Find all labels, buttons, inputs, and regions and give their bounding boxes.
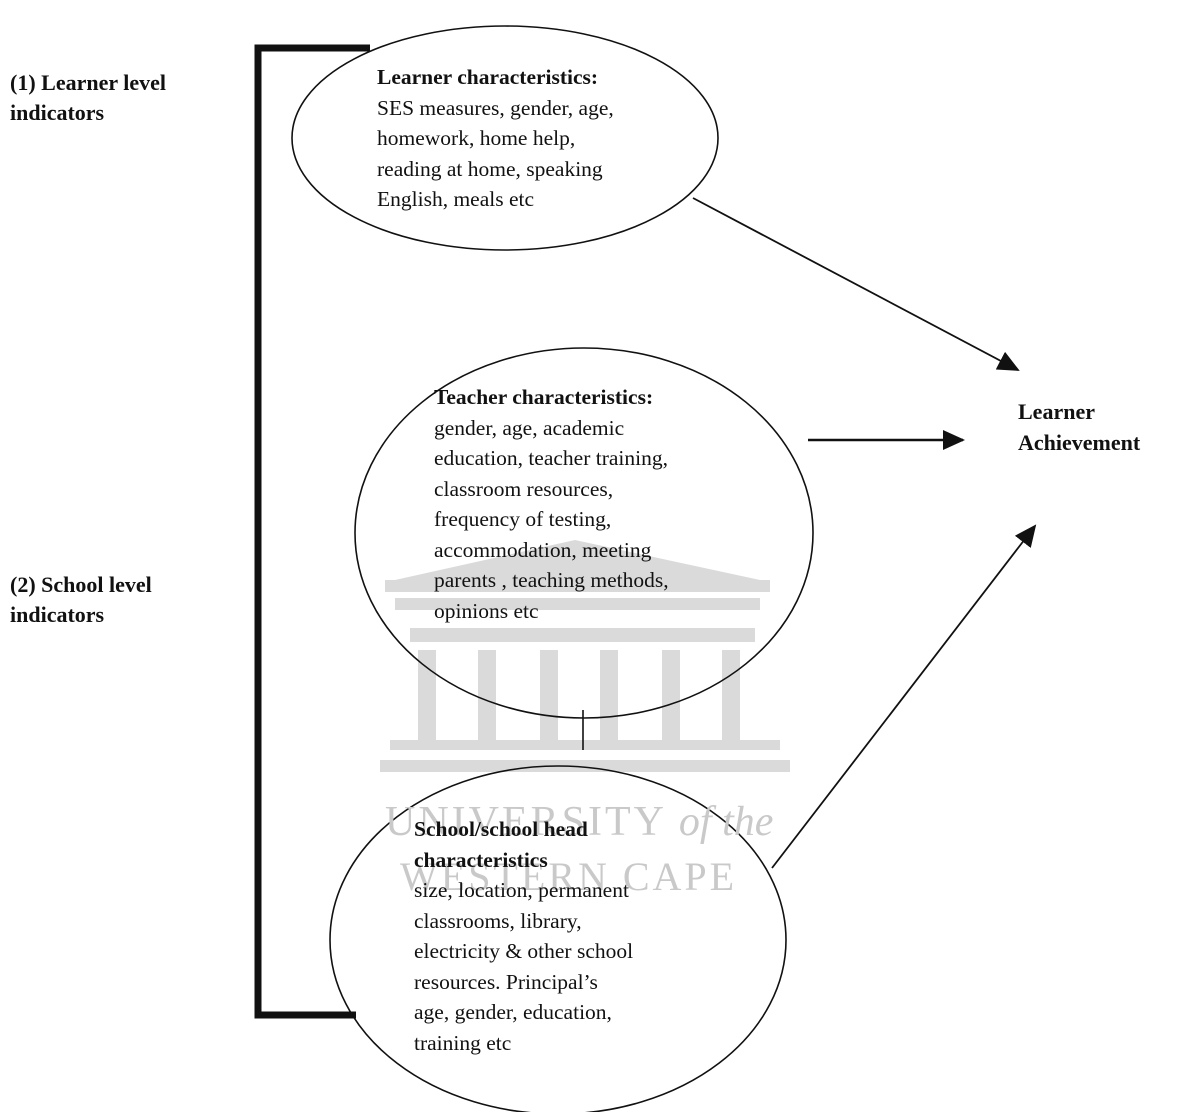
learner-node-heading: Learner characteristics:: [377, 65, 599, 89]
watermark-of-the: of the: [678, 799, 774, 845]
teacher-node-heading: Teacher characteristics:: [434, 385, 654, 409]
level-bracket: [254, 44, 370, 1019]
watermark-line2: WESTERN CAPE: [400, 853, 737, 900]
watermark-western-cape: WESTERN CAPE: [400, 854, 738, 899]
learner-node-body: SES measures, gender, age, homework, hom…: [377, 95, 614, 212]
watermark-university: UNIVERSITY: [385, 799, 666, 845]
learner-arrow: [692, 197, 1020, 371]
learner-ellipse: [291, 25, 719, 251]
learner-node: Learner characteristics: SES measures, g…: [377, 62, 614, 215]
learner-achievement-label: Learner Achievement: [1018, 399, 1141, 455]
school-level-label: (2) School level indicators: [10, 572, 152, 627]
teacher-node: Teacher characteristics: gender, age, ac…: [434, 382, 669, 626]
school-node: School/school head characteristics size,…: [414, 814, 633, 1058]
school-arrow: [771, 524, 1037, 869]
school-node-body: size, location, permanent classrooms, li…: [414, 878, 634, 1055]
teacher-node-body: gender, age, academic education, teacher…: [434, 415, 669, 623]
school-node-heading: School/school head characteristics: [414, 817, 588, 872]
learner-level-label: (1) Learner level indicators: [10, 70, 166, 125]
watermark-building: [380, 540, 790, 772]
watermark-line1: UNIVERSITY of the: [385, 798, 773, 846]
school-ellipse: [329, 765, 787, 1112]
teacher-ellipse: [354, 347, 814, 719]
